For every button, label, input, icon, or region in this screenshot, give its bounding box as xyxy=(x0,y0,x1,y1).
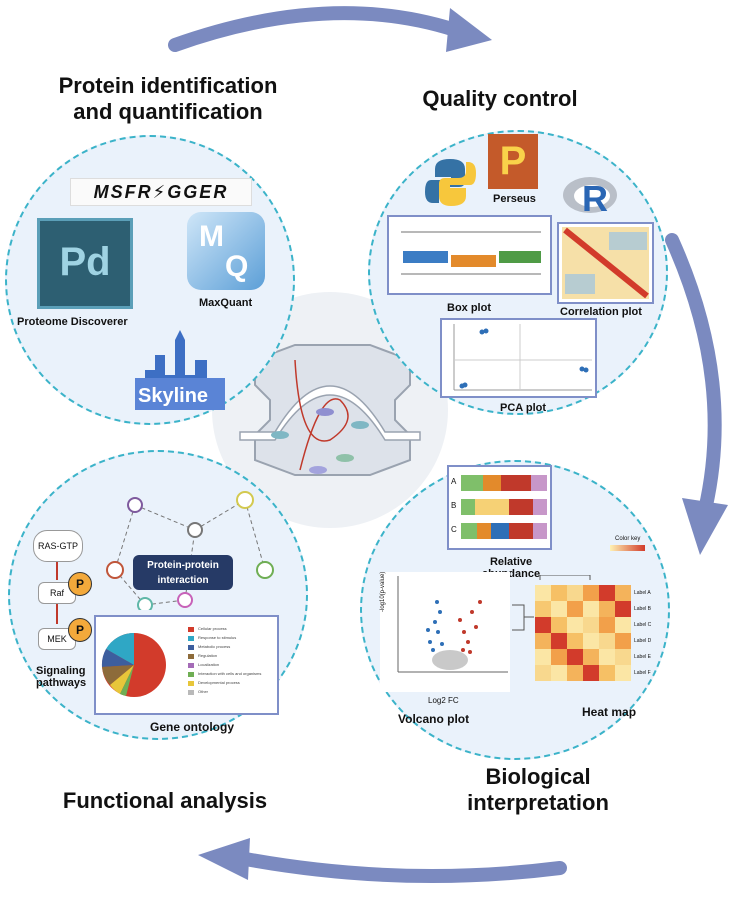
arrow-bottom-head xyxy=(198,838,250,880)
r-logo-letter: R xyxy=(582,178,608,219)
go-legend-item: Other xyxy=(198,689,209,694)
correlation-plot-panel xyxy=(557,222,654,304)
gene-ontology-panel: Cellular process Response to stimulus Me… xyxy=(94,615,279,715)
arrow-right xyxy=(665,233,722,517)
volcano-ylabel: -log10(p-value) xyxy=(380,571,386,612)
color-key-label: Color key xyxy=(615,536,641,542)
arrow-top xyxy=(168,6,462,52)
stage-title-functional: Functional analysis xyxy=(62,788,268,813)
box-plot-label: Box plot xyxy=(447,302,491,314)
ras-gtp-node: RAS-GTP xyxy=(33,530,83,562)
pca-plot-chart xyxy=(453,324,592,391)
go-legend-item: Developmental process xyxy=(198,680,240,685)
perseus-logo: P xyxy=(488,134,538,189)
go-legend-item: Regulation xyxy=(198,653,218,658)
heat-row-label: Label F xyxy=(634,670,651,676)
heat-row-label: Label A xyxy=(634,590,651,596)
pca-plot-panel xyxy=(440,318,597,398)
go-legend-swatches xyxy=(188,627,194,695)
bar-a xyxy=(461,475,547,491)
gene-ontology-label: Gene ontology xyxy=(150,720,234,734)
bar-c xyxy=(461,523,547,539)
stage-title-biological-line2: interpretation xyxy=(467,790,609,815)
maxquant-logo-m: M xyxy=(199,220,224,253)
stage-title-quality: Quality control xyxy=(422,86,578,111)
go-legend-item: Metabolic process xyxy=(198,644,231,649)
mek-phospho-badge: P xyxy=(68,618,92,642)
heat-map-chart xyxy=(512,575,631,681)
box-plot-panel xyxy=(387,215,552,295)
skyline-label: Skyline xyxy=(138,385,209,407)
skyline-logo xyxy=(135,330,225,410)
relative-abundance-chart xyxy=(461,475,547,539)
maxquant-logo: M Q xyxy=(187,212,265,290)
correlation-plot-chart xyxy=(562,227,649,299)
box-plot-boxes xyxy=(403,251,541,267)
arrow-bottom xyxy=(233,851,567,883)
arrow-right-head xyxy=(682,498,728,555)
bar-b xyxy=(461,499,547,515)
heat-row-label: Label E xyxy=(634,654,651,660)
pca-plot-label: PCA plot xyxy=(500,402,547,414)
color-key-bar xyxy=(610,545,645,551)
signal-arrow-2 xyxy=(56,604,58,624)
signal-arrow-1 xyxy=(56,562,58,580)
relative-abundance-label-line1: Relative xyxy=(489,556,533,568)
heat-row-label: Label C xyxy=(634,622,652,628)
volcano-plot-label: Volcano plot xyxy=(398,712,470,726)
gene-ontology-pie xyxy=(101,627,194,697)
signaling-label-line1: Signaling xyxy=(36,665,86,677)
heat-map-label: Heat map xyxy=(582,705,637,719)
msfragger-logo-text: MSFR⚡GGER xyxy=(93,182,229,202)
raf-phospho-badge: P xyxy=(68,572,92,596)
volcano-up-points xyxy=(458,600,482,654)
correlation-plot-label: Correlation plot xyxy=(560,306,642,318)
signaling-label: Signaling pathways xyxy=(36,665,86,689)
bar-label-c: C xyxy=(451,525,457,534)
maxquant-label: MaxQuant xyxy=(199,297,253,309)
arrow-top-head xyxy=(446,8,492,52)
python-logo xyxy=(425,159,476,206)
r-logo xyxy=(563,177,617,213)
go-legend-item: Cellular process xyxy=(198,626,227,631)
stage-title-biological: Biological interpretation xyxy=(438,764,638,816)
ppi-label-line1: Protein-protein xyxy=(147,560,219,571)
bar-label-a: A xyxy=(451,477,457,486)
heat-map-row-labels: Label A Label B Label C Label D Label E … xyxy=(634,585,651,681)
proteome-discoverer-label: Proteome Discoverer xyxy=(17,316,128,328)
ppi-network xyxy=(106,491,274,610)
signaling-label-line2: pathways xyxy=(36,677,87,689)
stage-title-identification-line2: and quantification xyxy=(73,99,263,124)
go-legend-item: Response to stimulus xyxy=(198,635,237,640)
bar-label-b: B xyxy=(451,501,457,510)
volcano-down-points xyxy=(426,600,444,652)
go-legend: Cellular process Response to stimulus Me… xyxy=(198,624,261,696)
mass-spec-illustration xyxy=(239,344,421,476)
volcano-plot-chart xyxy=(397,576,508,673)
maxquant-logo-q: Q xyxy=(225,250,249,283)
heat-map-cells xyxy=(535,585,631,681)
heat-row-label: Label D xyxy=(634,638,652,644)
volcano-plot-panel: -log10(p-value) xyxy=(380,572,510,692)
go-legend-item: Localization xyxy=(198,662,220,667)
proteome-discoverer-logo: Pd xyxy=(37,218,133,309)
ppi-label: Protein-protein interaction xyxy=(133,555,233,590)
msfragger-logo: MSFR⚡GGER xyxy=(70,178,252,206)
stage-title-biological-line1: Biological xyxy=(485,764,591,789)
ppi-label-line2: interaction xyxy=(157,575,209,586)
box-plot-chart xyxy=(401,231,541,275)
raf-node: Raf xyxy=(38,582,76,604)
stage-title-identification-line1: Protein identification xyxy=(58,73,278,98)
stage-title-identification: Protein identification and quantificatio… xyxy=(48,73,288,125)
relative-abundance-panel: A B C xyxy=(447,465,552,550)
heat-row-label: Label B xyxy=(634,606,651,612)
go-legend-item: Interaction with cells and organisms xyxy=(198,671,262,676)
perseus-label: Perseus xyxy=(493,193,536,205)
volcano-xlabel: Log2 FC xyxy=(428,696,459,705)
